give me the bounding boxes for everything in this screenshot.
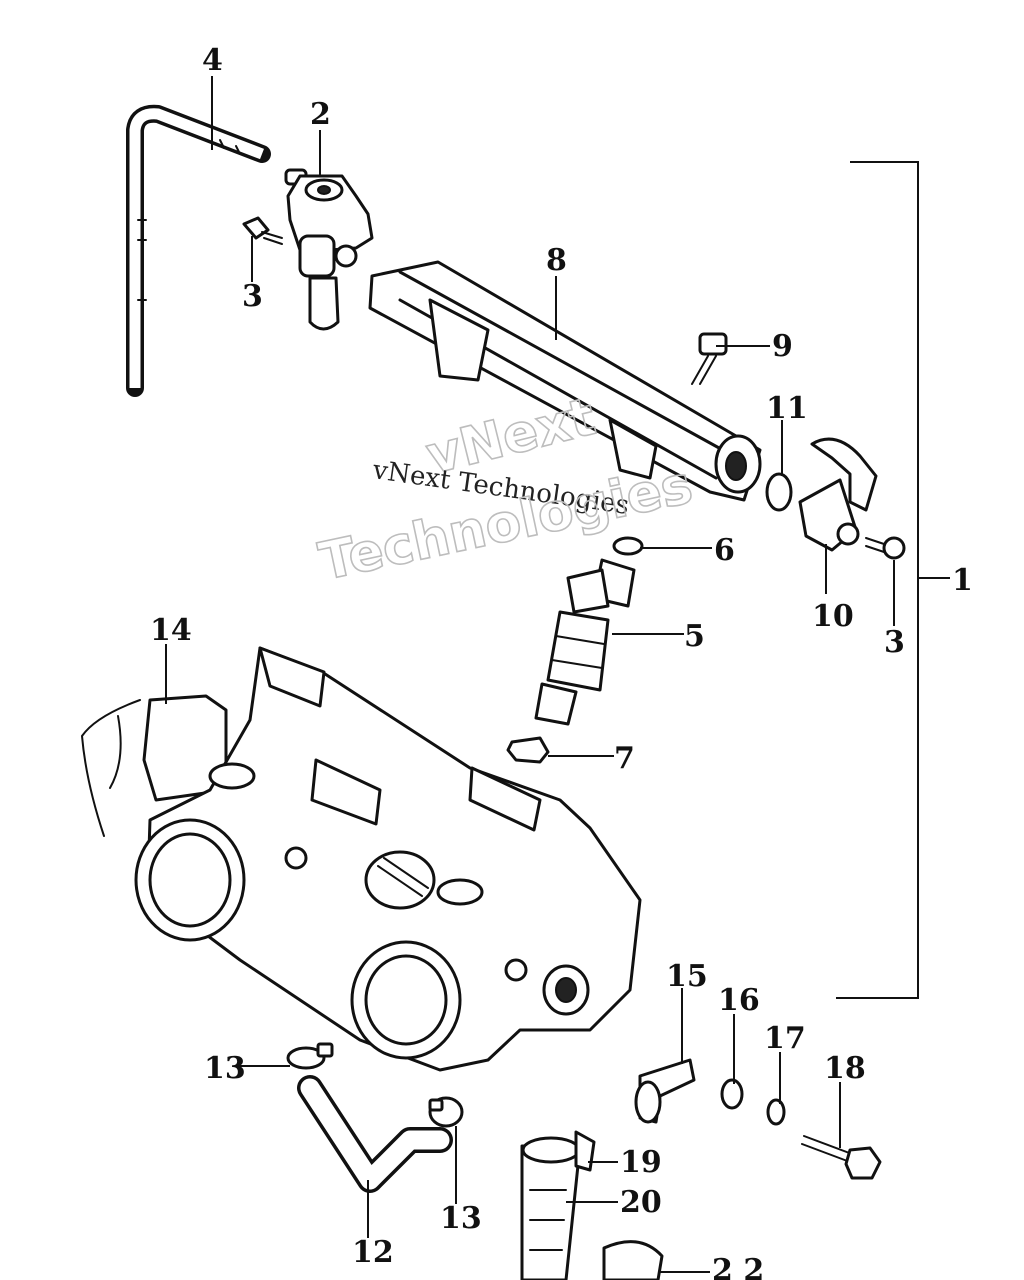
callout-9: 9 xyxy=(772,329,793,364)
callout-labels: 1 2 3 3 4 5 6 7 8 9 10 11 12 13 13 14 15… xyxy=(150,43,973,1280)
callout-20: 20 xyxy=(620,1185,662,1220)
callout-14: 14 xyxy=(150,613,192,648)
callout-15: 15 xyxy=(666,959,708,994)
fuel-injector-part xyxy=(534,558,636,726)
hose-clip-part-upper xyxy=(286,1042,334,1070)
callout-8: 8 xyxy=(546,243,567,278)
callout-17: 17 xyxy=(764,1021,806,1056)
callout-6: 6 xyxy=(714,533,735,568)
callout-13-upper: 13 xyxy=(204,1051,246,1086)
vacuum-hose-part xyxy=(126,104,271,397)
callout-11: 11 xyxy=(766,391,808,426)
callout-18: 18 xyxy=(824,1051,866,1086)
callout-10: 10 xyxy=(812,599,854,634)
assembly-bracket-line xyxy=(836,161,950,999)
callout-7: 7 xyxy=(614,741,635,776)
bolt-part-upper xyxy=(242,216,283,245)
bolt-part-9 xyxy=(691,332,728,385)
hex-bolt-part-18 xyxy=(801,1135,882,1180)
pressure-regulator-part xyxy=(284,168,374,331)
o-ring-part-11 xyxy=(765,472,793,512)
callout-16: 16 xyxy=(718,983,760,1018)
callout-3-right: 3 xyxy=(884,625,905,660)
callout-5: 5 xyxy=(684,619,705,654)
lock-washer-part-17 xyxy=(766,1098,786,1126)
bracket-part xyxy=(634,1058,696,1124)
throttle-body-part xyxy=(80,646,642,1072)
bolt-part-right xyxy=(865,536,906,560)
callout-22: 2 2 xyxy=(712,1253,764,1280)
hose-clip-part-lower xyxy=(428,1096,464,1128)
callout-4: 4 xyxy=(202,43,223,78)
callout-2: 2 xyxy=(310,97,331,132)
callout-13-lower: 13 xyxy=(440,1201,482,1236)
leader-lines xyxy=(165,76,895,1273)
fuel-hose-part xyxy=(520,1130,664,1280)
callout-1: 1 xyxy=(952,563,973,598)
washer-part-16 xyxy=(720,1078,744,1110)
injector-seal-part xyxy=(506,736,550,764)
callout-19: 19 xyxy=(620,1145,662,1180)
callout-3-upper: 3 xyxy=(242,279,263,314)
fuel-rail-part xyxy=(368,260,762,502)
o-ring-part-6 xyxy=(612,536,644,556)
callout-12: 12 xyxy=(352,1235,394,1270)
fuel-inlet-joint-part xyxy=(798,437,878,552)
